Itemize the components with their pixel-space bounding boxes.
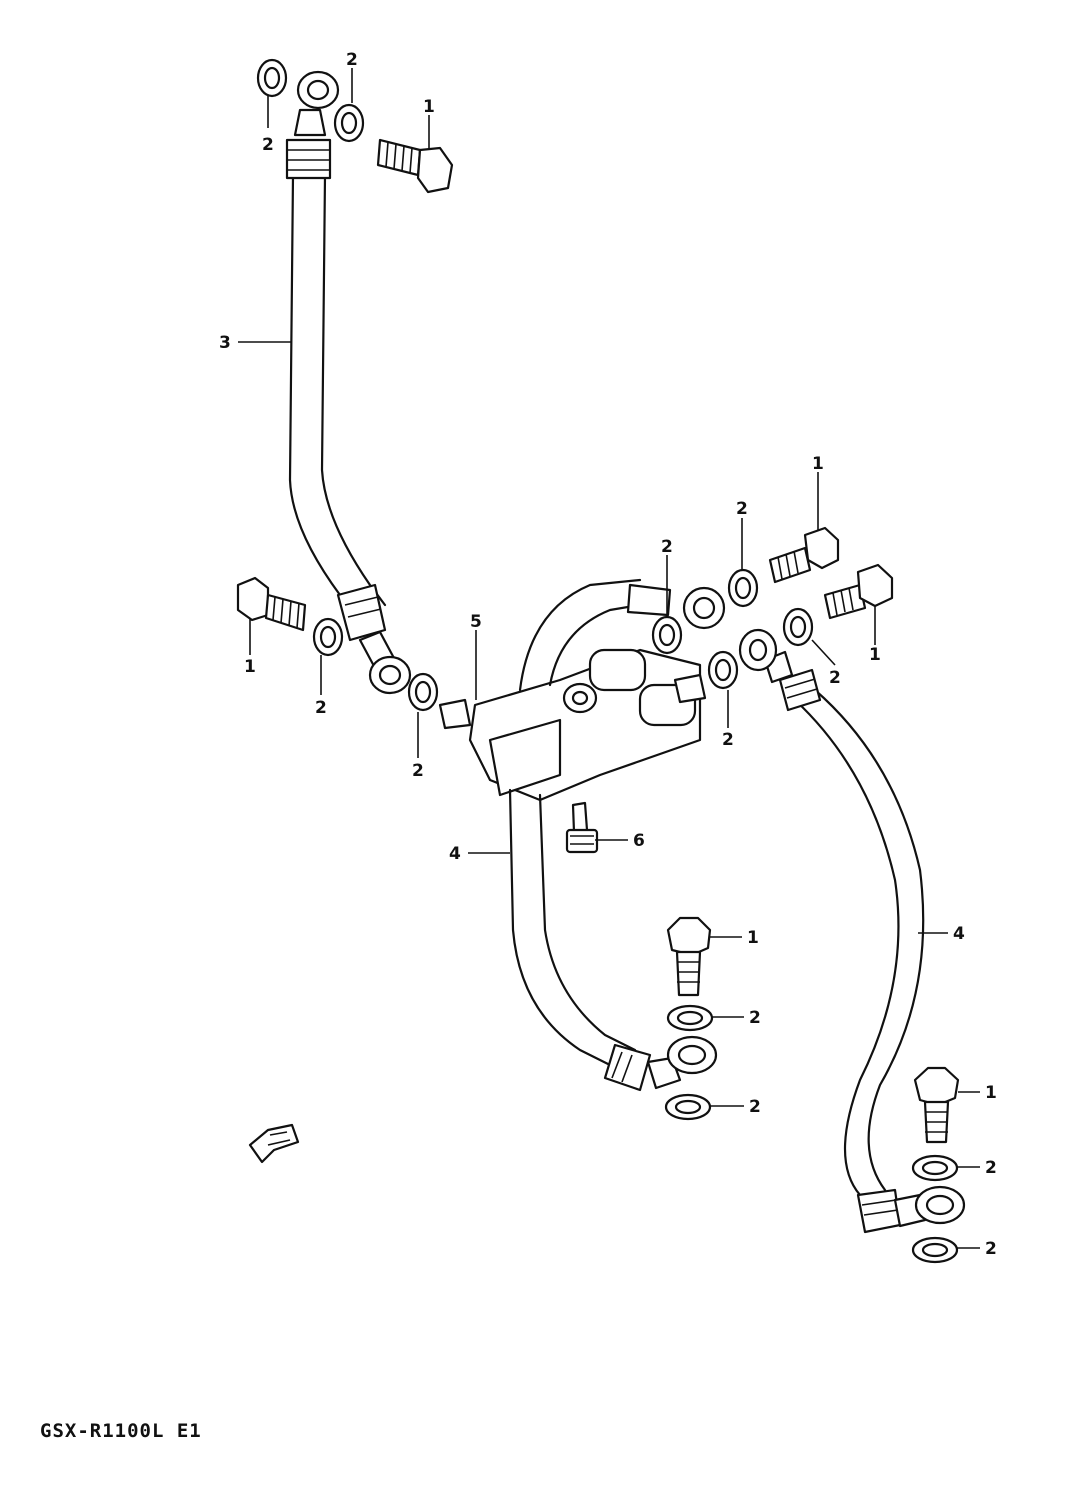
banjo-bolt-left <box>236 576 307 632</box>
brake-hose-lower-right <box>738 628 966 1234</box>
callout-1-lower-right: 1 <box>985 1083 997 1103</box>
brake-hose-joint <box>438 578 726 802</box>
callout-2-lower-left-b: 2 <box>749 1097 761 1117</box>
callout-labels: 1 2 2 3 1 2 2 5 2 2 1 1 2 2 6 4 1 2 2 4 … <box>219 50 997 1259</box>
callout-2-joint-right: 2 <box>722 730 734 750</box>
callout-2-joint-left: 2 <box>412 761 424 781</box>
banjo-bolt-lower-right <box>913 1066 960 1144</box>
callout-2-lower-left-a: 2 <box>749 1008 761 1028</box>
callout-2-lower-right-b: 2 <box>985 1239 997 1259</box>
banjo-bolt-right <box>823 563 894 620</box>
callout-2-left: 2 <box>315 698 327 718</box>
callout-2-top-left: 2 <box>262 135 274 155</box>
brake-hose-upper <box>285 70 412 695</box>
callout-4-right: 4 <box>953 924 965 944</box>
callout-1-left: 1 <box>244 657 256 677</box>
banjo-bolt-lower-left <box>666 916 712 997</box>
callout-4-left: 4 <box>449 844 461 864</box>
callout-2-right: 2 <box>829 668 841 688</box>
banjo-bolt-right-upper <box>768 526 840 584</box>
callout-1-lower-left: 1 <box>747 928 759 948</box>
callout-2-lower-right-a: 2 <box>985 1158 997 1178</box>
gasket-washers <box>256 58 959 1264</box>
callout-leaders <box>238 68 980 1249</box>
callout-3: 3 <box>219 333 231 353</box>
banjo-bolt-top <box>376 138 454 194</box>
callout-2-top-right: 2 <box>346 50 358 70</box>
callout-5: 5 <box>470 612 482 632</box>
brake-hose-lower-left <box>508 788 718 1092</box>
callout-1-upper-right: 1 <box>812 454 824 474</box>
model-label: GSX-R1100L E1 <box>40 1420 202 1442</box>
bleeder-screw <box>565 801 599 854</box>
callout-1-top: 1 <box>423 97 435 117</box>
callout-2-joint-top: 2 <box>661 537 673 557</box>
callout-1-right: 1 <box>869 645 881 665</box>
front-direction-arrow-icon <box>248 1123 300 1164</box>
callout-2-upper-right: 2 <box>736 499 748 519</box>
callout-6: 6 <box>633 831 645 851</box>
